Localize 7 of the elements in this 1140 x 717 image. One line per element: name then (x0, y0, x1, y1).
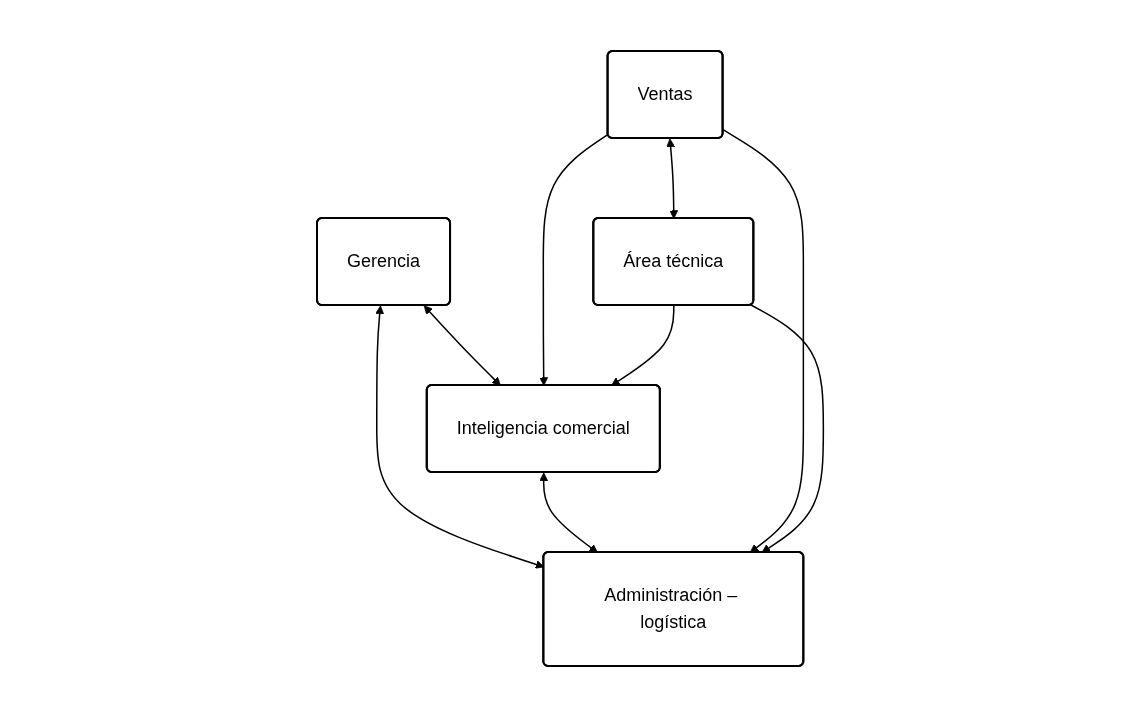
arrow (539, 133, 609, 386)
arrow (539, 472, 598, 553)
arrow (750, 304, 824, 553)
arrow (423, 305, 501, 386)
arrow (666, 138, 678, 219)
arrow (722, 129, 804, 553)
arrow (610, 304, 675, 386)
